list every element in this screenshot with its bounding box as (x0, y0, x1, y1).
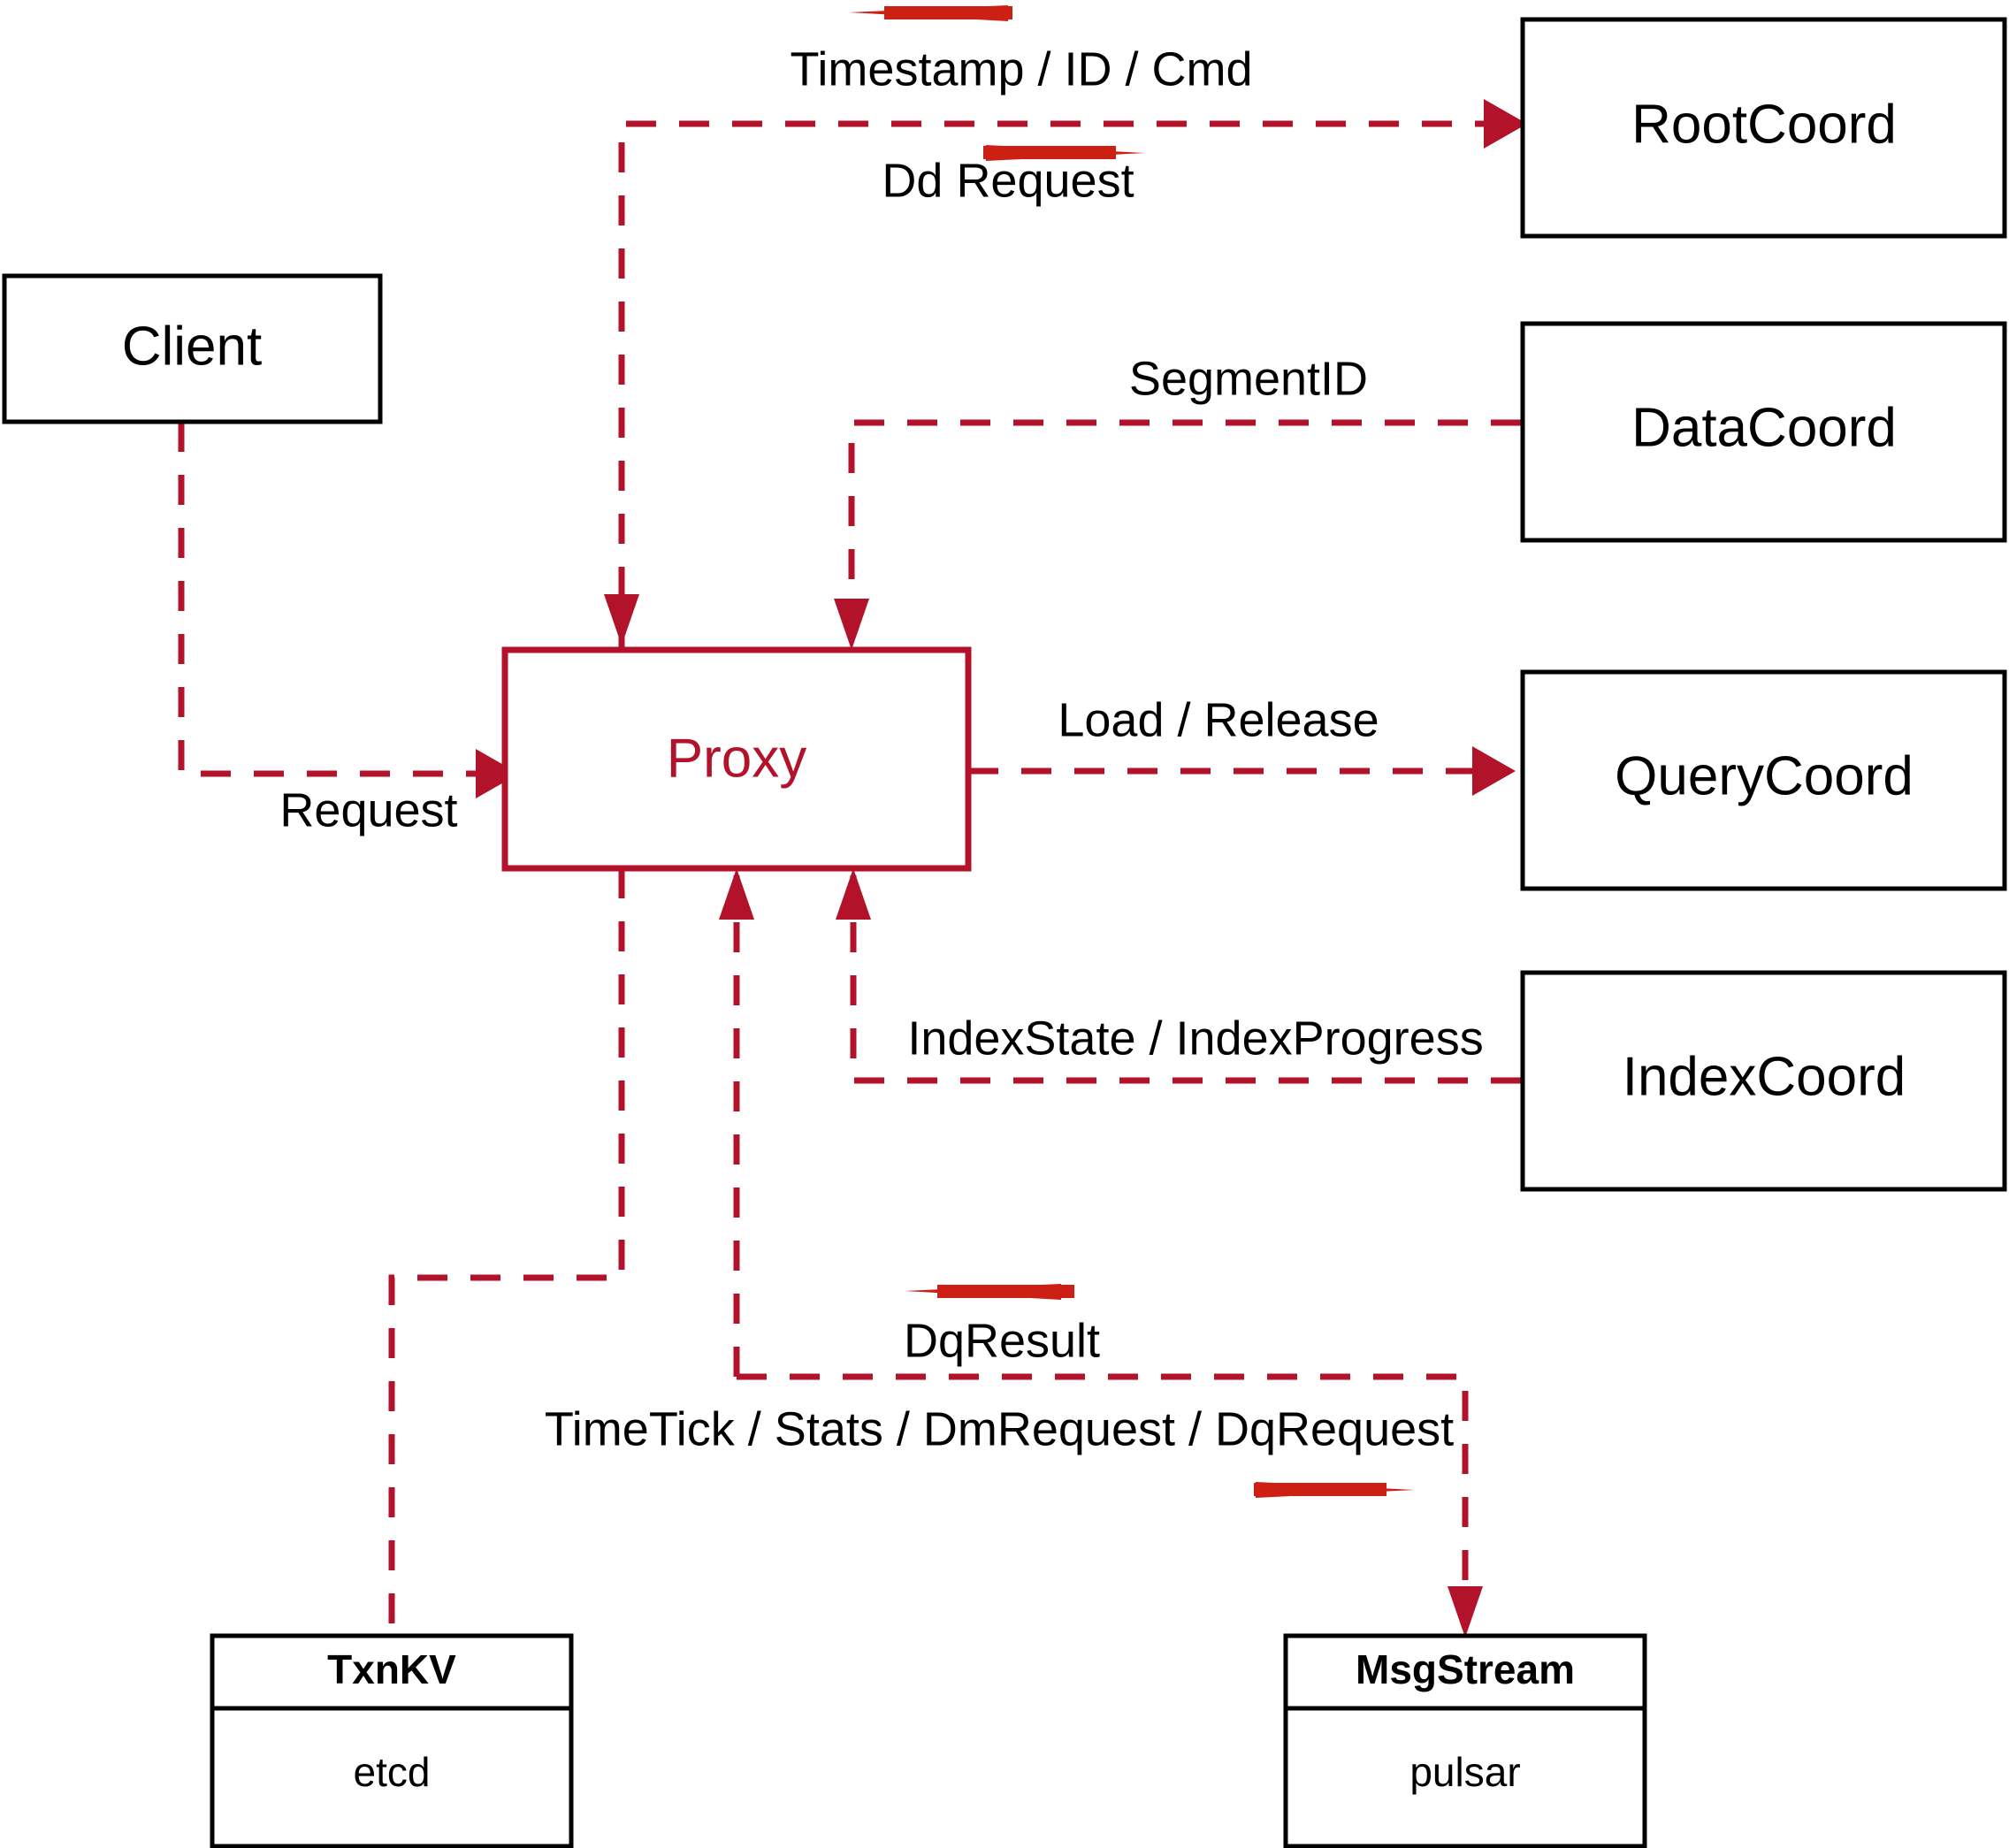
edge-label-dd-request: Dd Request (882, 154, 1134, 207)
node-txnkv[interactable]: TxnKV etcd (210, 1633, 574, 1848)
edge-client-to-proxy (178, 422, 519, 798)
edge-label-dqresult: DqResult (904, 1314, 1100, 1367)
node-querycoord[interactable]: QueryCoord (1520, 669, 2007, 891)
edge-proxy-rootcoord (604, 99, 1527, 650)
direction-arrow-right-dmrequest (1254, 1482, 1415, 1498)
node-rootcoord-label: RootCoord (1631, 94, 1897, 155)
node-indexcoord-label: IndexCoord (1623, 1046, 1906, 1107)
edge-label-timestamp-id-cmd: Timestamp / ID / Cmd (790, 42, 1252, 95)
node-datacoord[interactable]: DataCoord (1520, 321, 2007, 543)
edge-label-indexstate: IndexState / IndexProgress (907, 1012, 1483, 1065)
edge-proxy-to-msgstream (737, 1373, 1483, 1638)
node-datacoord-label: DataCoord (1631, 397, 1897, 458)
node-rootcoord[interactable]: RootCoord (1520, 17, 2007, 239)
node-proxy-label: Proxy (667, 728, 806, 789)
edge-label-timetick-stats: TimeTick / Stats / DmRequest / DqRequest (545, 1402, 1454, 1455)
edge-label-request: Request (279, 783, 457, 836)
direction-arrow-left-dqresult (905, 1284, 1074, 1300)
node-msgstream-label: MsgStream (1356, 1646, 1575, 1692)
node-querycoord-label: QueryCoord (1615, 745, 1914, 806)
node-txnkv-label: TxnKV (327, 1646, 456, 1692)
direction-arrow-left-timestamp (849, 5, 1012, 21)
direction-arrow-right-ddrequest (983, 145, 1145, 161)
node-txnkv-sublabel: etcd (354, 1749, 431, 1795)
node-proxy[interactable]: Proxy (501, 646, 972, 872)
edge-indexcoord-proxy (836, 868, 1521, 1084)
edge-datacoord-proxy (834, 419, 1521, 650)
node-msgstream[interactable]: MsgStream pulsar (1283, 1633, 1647, 1848)
node-client-label: Client (122, 316, 263, 377)
node-msgstream-sublabel: pulsar (1409, 1749, 1520, 1795)
edge-msgstream-to-proxy (719, 868, 754, 1377)
edge-label-load-release: Load / Release (1058, 693, 1379, 746)
node-client[interactable]: Client (2, 273, 383, 424)
edge-proxy-txnkv (388, 868, 625, 1636)
edge-label-segmentid: SegmentID (1129, 352, 1368, 405)
node-indexcoord[interactable]: IndexCoord (1520, 970, 2007, 1192)
